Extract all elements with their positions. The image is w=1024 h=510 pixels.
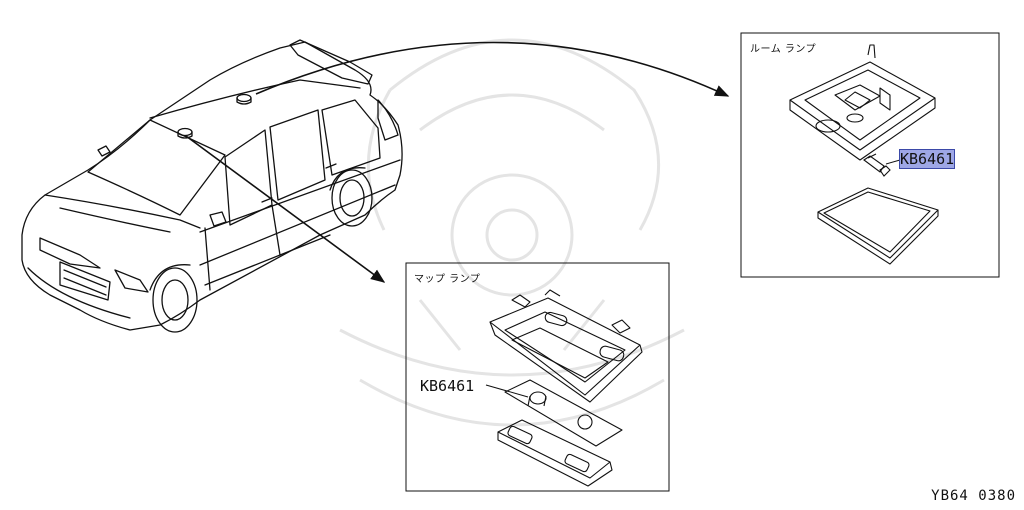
map-lamp-lens bbox=[497, 419, 613, 487]
room-lamp-housing bbox=[789, 44, 936, 161]
watermark-emblem bbox=[339, 38, 685, 427]
map-lamp-title: マップ ランプ bbox=[414, 274, 481, 285]
room-lamp-bulb bbox=[863, 153, 891, 177]
room-lamp-lens bbox=[817, 187, 939, 265]
map-lamp-leader-line bbox=[485, 384, 529, 398]
vehicle-illustration bbox=[21, 39, 403, 333]
map-lamp-bulb-tray bbox=[504, 379, 623, 447]
room-lamp-arrow bbox=[255, 41, 730, 97]
room-lamp-part-number[interactable]: KB6461 bbox=[898, 149, 956, 169]
room-lamp-title: ルーム ランプ bbox=[750, 44, 817, 55]
map-lamp-panel bbox=[405, 262, 670, 492]
map-lamp-part-number[interactable]: KB6461 bbox=[420, 377, 475, 395]
map-lamp-arrow bbox=[185, 135, 386, 283]
map-lamp-housing bbox=[489, 289, 643, 403]
room-lamp-leader-line bbox=[885, 159, 901, 165]
room-lamp-panel bbox=[740, 32, 1000, 278]
diagram-code: YB64 0380 bbox=[931, 488, 1016, 504]
